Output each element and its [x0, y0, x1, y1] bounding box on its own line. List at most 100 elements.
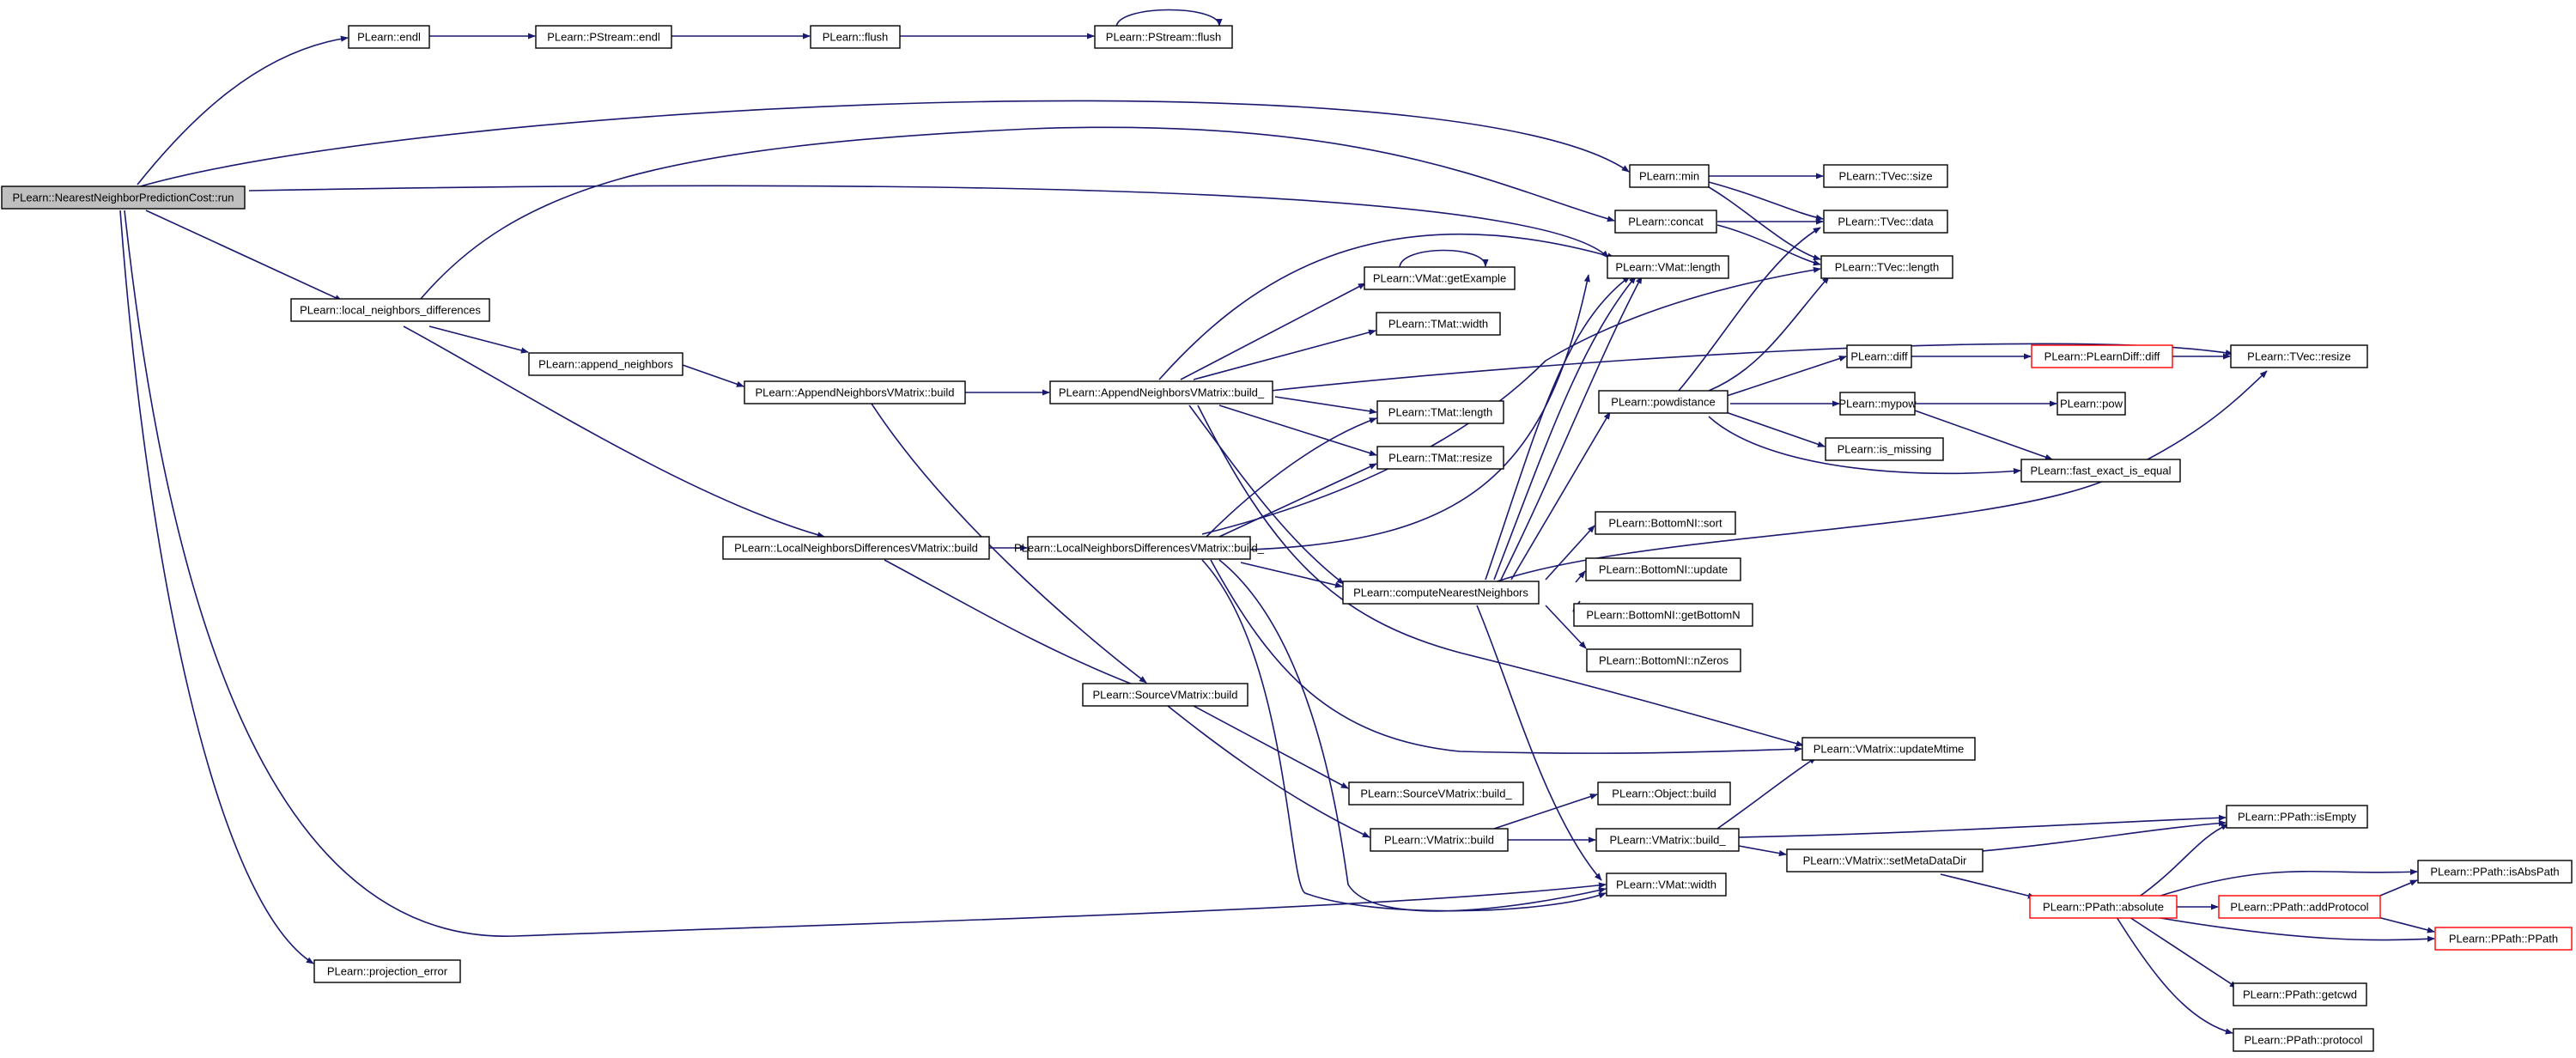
edge-cnn-vmat-width: [1476, 605, 1602, 881]
node-label: PLearn::mypow: [1838, 398, 1917, 410]
edge-lndb_-tvec-length: [1201, 266, 1821, 535]
edge-pd-tvec-data: [1678, 227, 1821, 392]
node-label: PLearn::PStream::flush: [1106, 31, 1221, 44]
node-tvec-length[interactable]: PLearn::TVec::length: [1820, 255, 1953, 279]
node-endl[interactable]: PLearn::endl: [348, 25, 430, 49]
node-bottomni-update[interactable]: PLearn::BottomNI::update: [1585, 557, 1741, 581]
node-label: PLearn::TMat::width: [1388, 318, 1488, 331]
node-bottomni-nzeros[interactable]: PLearn::BottomNI::nZeros: [1586, 648, 1741, 672]
node-powdistance[interactable]: PLearn::powdistance: [1598, 390, 1728, 414]
node-label: PLearn::PPath::isEmpty: [2238, 811, 2357, 824]
node-append-neighbors[interactable]: PLearn::append_neighbors: [528, 352, 683, 376]
node-object-build[interactable]: PLearn::Object::build: [1597, 781, 1731, 806]
node-diff[interactable]: PLearn::diff: [1846, 344, 1912, 368]
node-tvec-data[interactable]: PLearn::TVec::data: [1823, 210, 1948, 234]
edge-mypow-fast-exact: [1914, 410, 2053, 460]
node-bottomni-getbottomn[interactable]: PLearn::BottomNI::getBottomN: [1573, 603, 1753, 627]
node-ppath-protocol[interactable]: PLearn::PPath::protocol: [2233, 1028, 2374, 1052]
node-label: PLearn::min: [1639, 170, 1699, 183]
node-mypow[interactable]: PLearn::mypow: [1838, 392, 1917, 416]
edge-min-tvec-length: [1704, 184, 1821, 261]
node-label: PLearn::TMat::resize: [1388, 452, 1492, 465]
node-run[interactable]: PLearn::NearestNeighborPredictionCost::r…: [1, 185, 246, 210]
node-label: PLearn::powdistance: [1611, 396, 1715, 409]
node-pow[interactable]: PLearn::pow: [2057, 392, 2126, 416]
node-label: PLearn::NearestNeighborPredictionCost::r…: [13, 192, 234, 204]
node-ppath-isabspath[interactable]: PLearn::PPath::isAbsPath: [2417, 860, 2573, 884]
node-ppath-addprotocol[interactable]: PLearn::PPath::addProtocol: [2218, 895, 2381, 919]
node-bottomni-sort[interactable]: PLearn::BottomNI::sort: [1595, 511, 1736, 535]
node-ppath-getcwd[interactable]: PLearn::PPath::getcwd: [2233, 982, 2367, 1006]
node-vmat-length[interactable]: PLearn::VMat::length: [1607, 255, 1729, 279]
node-vmatrix-setmetadatadir[interactable]: PLearn::VMatrix::setMetaDataDir: [1786, 848, 1984, 873]
node-label: PLearn::endl: [357, 31, 421, 44]
node-sourcevmatrix-build_[interactable]: PLearn::SourceVMatrix::build_: [1348, 781, 1524, 806]
node-appendneighbors-build[interactable]: PLearn::AppendNeighborsVMatrix::build: [744, 380, 966, 404]
node-concat[interactable]: PLearn::concat: [1614, 210, 1717, 234]
node-appendneighbors-build_[interactable]: PLearn::AppendNeighborsVMatrix::build_: [1049, 380, 1273, 404]
edge-abs-getcwd: [2129, 916, 2238, 988]
node-vmat-getexample[interactable]: PLearn::VMat::getExample: [1364, 266, 1516, 290]
edge-cnn-vmat-length-3: [1500, 276, 1643, 581]
node-label: PLearn::SourceVMatrix::build_: [1360, 787, 1512, 800]
node-projection-error[interactable]: PLearn::projection_error: [313, 959, 461, 983]
edge-svb-vmb: [1167, 705, 1370, 838]
edge-lnd-append-neighbors: [428, 325, 529, 354]
edge-an-build-source-build: [871, 403, 1147, 684]
node-ppath-absolute[interactable]: PLearn::PPath::absolute: [2029, 895, 2178, 919]
node-label: PLearn::projection_error: [327, 965, 448, 978]
node-pstream-flush[interactable]: PLearn::PStream::flush: [1094, 25, 1233, 49]
edge-run-min: [137, 100, 1630, 188]
node-vmat-width[interactable]: PLearn::VMat::width: [1606, 873, 1727, 897]
edge-anb_-vmat-length: [1158, 233, 1615, 380]
edge-abs-protocol: [2116, 916, 2233, 1035]
node-flush[interactable]: PLearn::flush: [810, 25, 901, 49]
node-label: PLearn::VMatrix::updateMtime: [1814, 743, 1965, 756]
node-ppath-ppath[interactable]: PLearn::PPath::PPath: [2434, 927, 2573, 951]
node-label: PLearn::local_neighbors_differences: [300, 304, 481, 317]
node-plearndiff-diff[interactable]: PLearn::PLearnDiff::diff: [2031, 344, 2173, 368]
node-label: PLearn::PPath::absolute: [2043, 901, 2164, 914]
node-fast-exact-is-equal[interactable]: PLearn::fast_exact_is_equal: [2020, 459, 2181, 483]
node-pstream-endl[interactable]: PLearn::PStream::endl: [535, 25, 672, 49]
node-vmatrix-build[interactable]: PLearn::VMatrix::build: [1370, 828, 1509, 852]
node-tvec-size[interactable]: PLearn::TVec::size: [1823, 164, 1948, 188]
node-local-neighbors-differences[interactable]: PLearn::local_neighbors_differences: [290, 298, 490, 322]
node-label: PLearn::is_missing: [1838, 443, 1932, 456]
edge-pd-fast-exact: [1708, 416, 2021, 475]
edge-vmb_-isempty: [1738, 814, 2227, 838]
node-tmat-width[interactable]: PLearn::TMat::width: [1376, 312, 1501, 336]
edge-cnn-nzeros: [1545, 605, 1587, 649]
node-tvec-resize[interactable]: PLearn::TVec::resize: [2230, 344, 2368, 368]
node-label: PLearn::TVec::size: [1838, 170, 1932, 183]
node-lndiff-build[interactable]: PLearn::LocalNeighborsDifferencesVMatrix…: [722, 536, 990, 560]
nodes: PLearn::NearestNeighborPredictionCost::r…: [1, 25, 2573, 1052]
node-min[interactable]: PLearn::min: [1629, 164, 1710, 188]
edge-lndb_-cnn: [1240, 562, 1343, 588]
node-tmat-resize[interactable]: PLearn::TMat::resize: [1376, 446, 1504, 470]
node-vmatrix-updatemtime[interactable]: PLearn::VMatrix::updateMtime: [1801, 737, 1976, 761]
node-label: PLearn::TVec::length: [1835, 261, 1939, 274]
node-sourcevmatrix-build[interactable]: PLearn::SourceVMatrix::build: [1082, 683, 1249, 707]
node-tmat-length[interactable]: PLearn::TMat::length: [1376, 400, 1504, 424]
node-label: PLearn::TVec::data: [1838, 216, 1934, 228]
edge-cnn-sort: [1545, 525, 1595, 581]
edge-anb_-tmat-length: [1274, 396, 1377, 415]
node-lndiff-build_[interactable]: PLearn::LocalNeighborsDifferencesVMatrix…: [1014, 536, 1265, 560]
edge-cnn-update: [1575, 570, 1586, 583]
node-vmatrix-build_[interactable]: PLearn::VMatrix::build_: [1595, 828, 1740, 852]
edge-lndb_-tmat-length: [1206, 417, 1377, 538]
node-label: PLearn::PPath::PPath: [2449, 933, 2558, 946]
edge-anb_-updatemtime: [1197, 404, 1804, 747]
edge-min-tvec-data: [1708, 181, 1824, 221]
node-label: PLearn::BottomNI::update: [1599, 563, 1728, 576]
node-label: PLearn::PPath::addProtocol: [2230, 901, 2368, 914]
edge-lndb_-vmat-length: [1249, 274, 1590, 550]
edge-cnn-powdistance: [1510, 411, 1611, 581]
edge-smd-isempty: [1940, 820, 2227, 855]
node-label: PLearn::computeNearestNeighbors: [1353, 587, 1528, 599]
node-label: PLearn::flush: [823, 31, 889, 44]
node-ppath-isempty[interactable]: PLearn::PPath::isEmpty: [2226, 805, 2368, 829]
node-computenearestneighbors[interactable]: PLearn::computeNearestNeighbors: [1342, 581, 1540, 605]
node-is-missing[interactable]: PLearn::is_missing: [1825, 437, 1944, 461]
